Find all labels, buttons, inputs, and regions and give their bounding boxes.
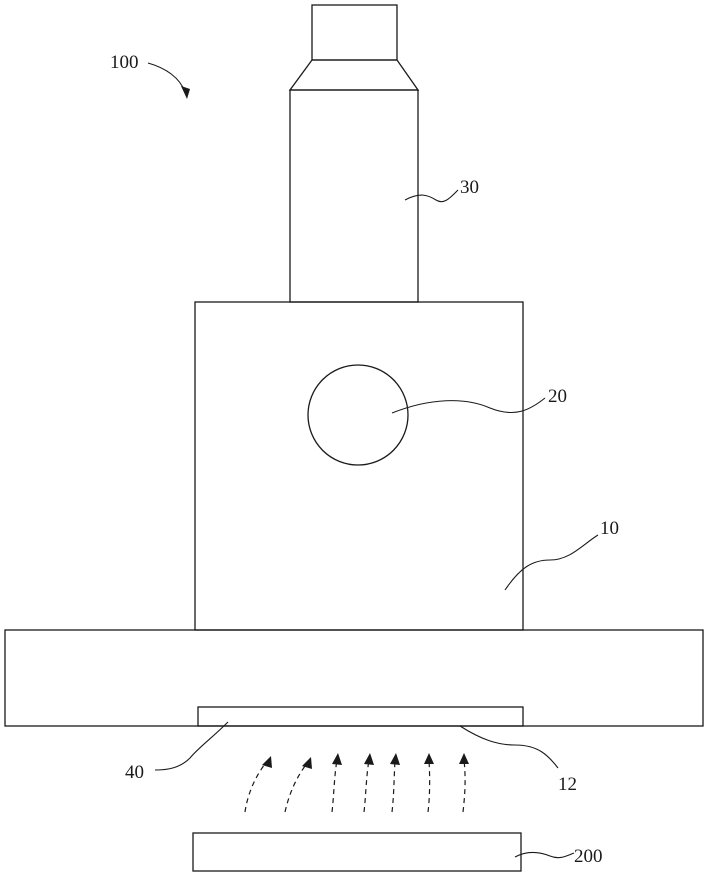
flow-arrow	[463, 760, 465, 812]
flow-arrow	[428, 760, 430, 812]
arrowhead-100	[181, 86, 190, 99]
flow-arrows	[245, 753, 469, 812]
label-20: 20	[548, 386, 567, 407]
bottom-plate	[198, 707, 523, 726]
flow-arrowhead	[459, 753, 469, 764]
column-cap	[312, 5, 397, 60]
flow-arrow	[332, 760, 337, 812]
leader-40	[155, 722, 228, 770]
label-12: 12	[558, 774, 577, 795]
leader-30	[405, 190, 458, 202]
label-30: 30	[460, 177, 479, 198]
label-200: 200	[574, 846, 603, 867]
leader-20	[392, 398, 545, 413]
flow-arrow	[285, 762, 308, 812]
flow-arrowhead	[364, 753, 374, 765]
flow-arrow	[364, 760, 369, 812]
flow-arrow	[245, 760, 268, 812]
body-block	[195, 302, 523, 630]
column-taper	[290, 60, 418, 90]
leader-12	[460, 726, 558, 768]
base-plate	[5, 630, 703, 726]
label-100: 100	[110, 52, 139, 73]
round-window	[308, 365, 408, 465]
column-shaft	[290, 90, 418, 302]
label-40: 40	[125, 762, 144, 783]
leader-10	[505, 535, 598, 590]
flow-arrow	[392, 760, 395, 812]
label-10: 10	[600, 518, 619, 539]
flow-arrowhead	[390, 753, 400, 765]
target-plate	[193, 833, 521, 871]
leader-200	[515, 852, 574, 857]
leader-100	[148, 63, 185, 92]
flow-arrowhead	[424, 753, 434, 764]
flow-arrowhead	[332, 753, 342, 765]
